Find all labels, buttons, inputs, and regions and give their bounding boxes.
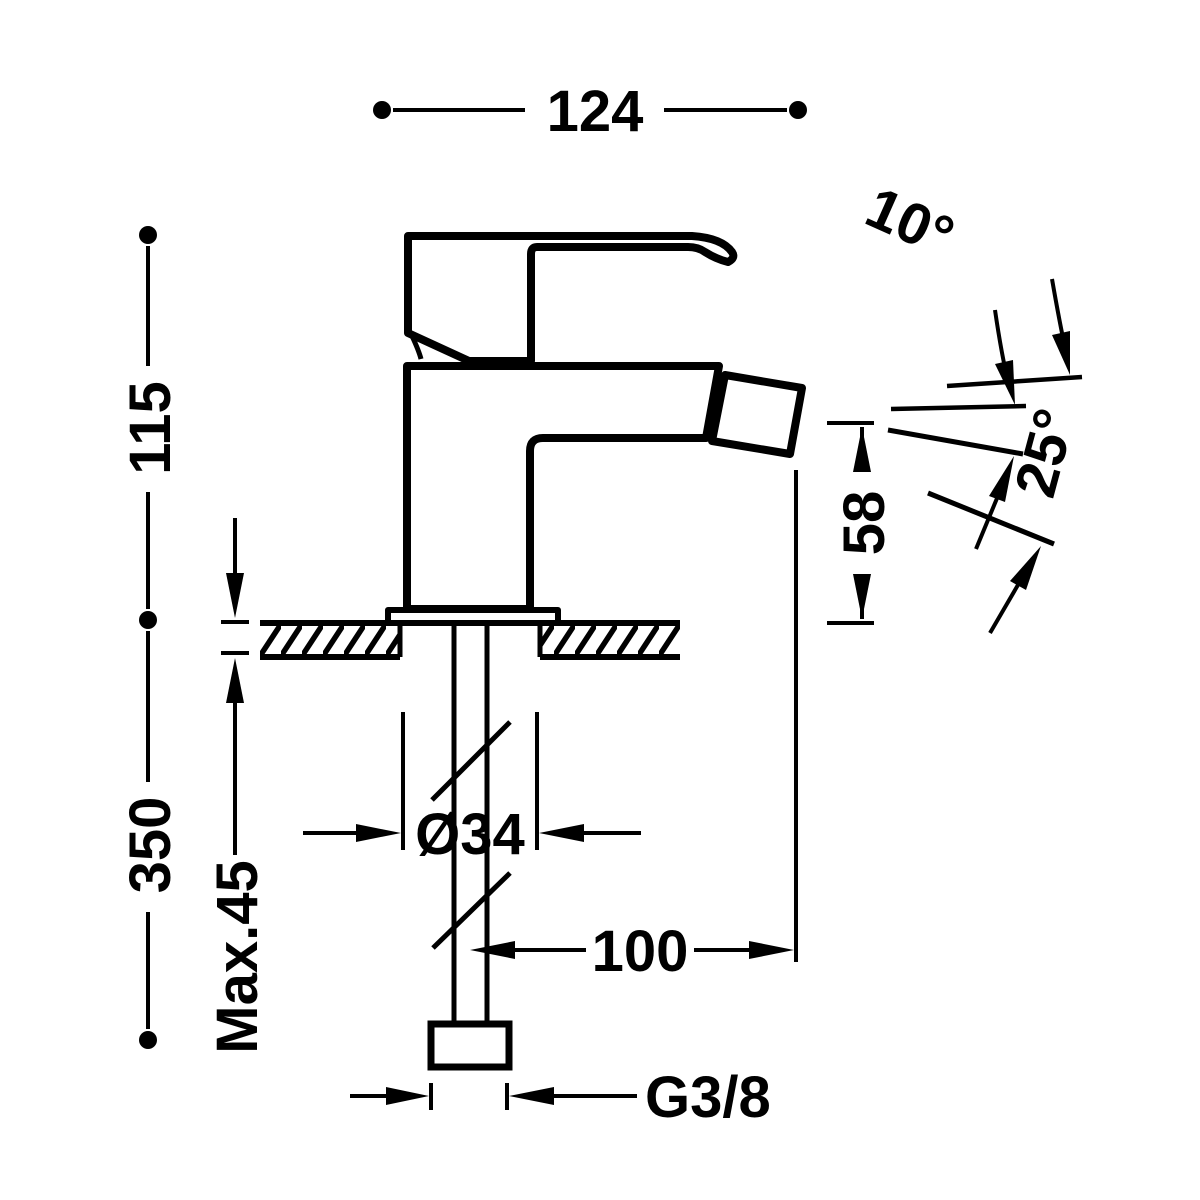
dim-label-supply-thread: G3/8 <box>645 1065 771 1130</box>
dim-overall-width: 124 <box>373 79 807 144</box>
arrowhead-left <box>509 1087 554 1105</box>
arrowhead-right <box>356 824 401 842</box>
dim-max-deck-thickness: Max.45 <box>205 518 270 1054</box>
dim-height-above-deck: 115 <box>118 226 183 629</box>
dim-dot <box>373 101 391 119</box>
dim-outlet-height: 58 <box>827 421 897 625</box>
base-plate <box>385 607 561 626</box>
faucet-handle-lever <box>404 232 738 365</box>
angle-ray <box>946 374 1083 389</box>
arrowhead-right <box>749 941 794 959</box>
arrowhead-down <box>995 360 1015 405</box>
dim-label-body-diameter: Ø34 <box>415 802 525 867</box>
arrowhead-left <box>470 941 515 959</box>
supply-pipe <box>427 623 513 1071</box>
dim-label-max-deck-thickness: Max.45 <box>205 860 270 1053</box>
pipe-break-mark-upper <box>430 720 512 802</box>
mounting-deck <box>260 620 680 660</box>
dim-spout-reach: 100 <box>470 470 798 984</box>
dim-dot <box>789 101 807 119</box>
spout-outlet <box>708 371 806 458</box>
dim-dot <box>139 1031 157 1049</box>
dim-label-spout-reach: 100 <box>592 919 689 984</box>
dim-label-height-below-deck: 350 <box>118 797 183 894</box>
dim-dot <box>139 226 157 244</box>
dim-label-height-above-deck: 115 <box>118 381 183 475</box>
arrowhead-up <box>226 658 244 703</box>
dim-ticks <box>429 1083 509 1110</box>
angle-label-upper: 10° <box>857 175 964 270</box>
leader-line <box>988 576 1024 635</box>
dim-ticks <box>221 620 249 655</box>
dim-label-outlet-height: 58 <box>832 491 897 556</box>
arrowhead-up <box>989 456 1014 502</box>
dim-label-overall-width: 124 <box>547 79 644 144</box>
faucet-body <box>403 362 723 613</box>
handle-corner-arc <box>409 334 424 360</box>
angle-spout-upper: 10° <box>857 175 1083 412</box>
faucet-outline <box>385 232 806 626</box>
leader-line <box>974 490 1002 550</box>
arrowhead-up <box>1010 546 1041 590</box>
deck-hatch-left <box>260 623 400 657</box>
angle-spout-lower: 25° <box>887 402 1088 635</box>
supply-connector-nut <box>427 1020 513 1071</box>
dim-ticks <box>827 421 874 625</box>
arrowhead-down <box>1052 331 1070 375</box>
extension-lines <box>401 712 539 850</box>
arrowhead-left <box>539 824 584 842</box>
angle-ray <box>927 490 1055 547</box>
dim-dot <box>139 611 157 629</box>
arrowhead-right <box>386 1087 429 1105</box>
dim-height-below-deck: 350 <box>118 631 183 1049</box>
arrowhead-down <box>226 573 244 618</box>
angle-ray <box>887 427 1024 457</box>
dim-body-diameter: Ø34 <box>303 712 641 867</box>
pipe-break-mark-lower <box>431 871 512 950</box>
deck-hatch-right <box>540 623 680 657</box>
dim-supply-thread: G3/8 <box>350 1065 771 1130</box>
angle-ray <box>890 403 1027 412</box>
